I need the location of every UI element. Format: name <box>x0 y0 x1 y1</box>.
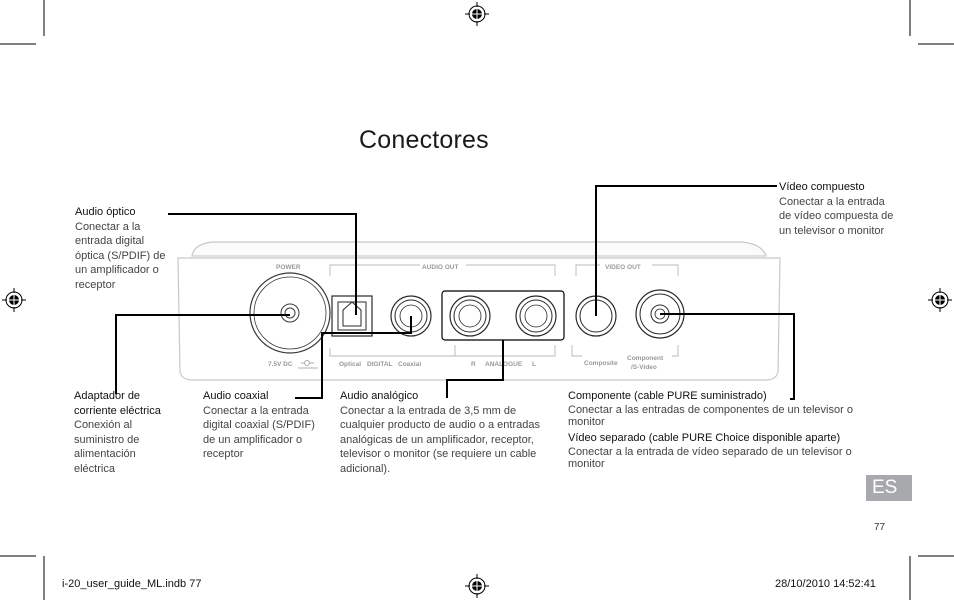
optical-port <box>331 295 373 337</box>
label-component-heading: Componente (cable PURE suministrado) <box>568 390 767 402</box>
registration-mark-left <box>2 288 26 312</box>
label-power-desc: Conexión al suministro de alimentación e… <box>74 419 140 475</box>
device-r-label: R <box>471 361 476 368</box>
leader-coaxial <box>295 316 412 399</box>
device-l-label: L <box>532 361 536 368</box>
label-analogue: Audio analógico Conectar a la entrada de… <box>340 389 560 476</box>
leader-power <box>115 314 290 394</box>
language-tab: ES <box>866 475 912 501</box>
footer-timestamp: 28/10/2010 14:52:41 <box>775 578 876 590</box>
label-component-desc: Conectar a las entradas de componentes d… <box>568 403 853 428</box>
leader-component <box>660 313 795 400</box>
device-dc-label: 7.5V DC <box>268 361 293 368</box>
power-jack <box>249 272 331 354</box>
leader-lines <box>115 185 795 400</box>
label-analogue-heading: Audio analógico <box>340 390 419 402</box>
device-audio-out-label: AUDIO OUT <box>422 264 459 271</box>
label-svideo-desc: Conectar a la entrada de vídeo separado … <box>568 445 852 470</box>
label-power: Adaptador de corriente eléctrica Conexió… <box>74 389 178 476</box>
label-composite: Vídeo compuesto Conectar a la entrada de… <box>779 180 899 238</box>
registration-mark-right <box>928 288 952 312</box>
device-component-label: Component <box>627 355 664 362</box>
label-optical-desc: Conectar a la entrada digital óptica (S/… <box>75 220 166 291</box>
device-power-label: POWER <box>276 264 301 271</box>
label-coaxial: Audio coaxial Conectar a la entrada digi… <box>203 389 325 462</box>
leader-composite <box>595 185 777 316</box>
label-coaxial-desc: Conectar a la entrada digital coaxial (S… <box>203 404 315 461</box>
leader-analogue <box>446 340 504 398</box>
device-svideo-label: /S-Video <box>631 364 657 371</box>
label-svideo-heading: Vídeo separado (cable PURE Choice dispon… <box>568 432 841 444</box>
device-digital-label: DIGITAL <box>367 361 393 368</box>
device-coaxial-label: Coaxial <box>398 361 421 368</box>
device-composite-label: Composite <box>584 360 618 367</box>
device-optical-label: Optical <box>339 361 361 368</box>
label-optical-heading: Audio óptico <box>75 206 136 218</box>
page-title: Conectores <box>359 126 489 154</box>
label-composite-heading: Vídeo compuesto <box>779 181 865 193</box>
leader-optical <box>168 213 357 315</box>
label-component: Componente (cable PURE suministrado) Con… <box>568 389 868 428</box>
label-composite-desc: Conectar a la entrada de vídeo compuesta… <box>779 195 894 237</box>
label-svideo: Vídeo separado (cable PURE Choice dispon… <box>568 431 868 470</box>
label-power-heading: Adaptador de corriente eléctrica <box>74 390 161 417</box>
label-coaxial-heading: Audio coaxial <box>203 390 269 402</box>
label-optical: Audio óptico Conectar a la entrada digit… <box>75 205 175 292</box>
registration-mark-top <box>465 2 489 26</box>
page-number: 77 <box>874 522 886 533</box>
footer-filename: i-20_user_guide_ML.indb 77 <box>62 578 202 590</box>
label-analogue-desc: Conectar a la entrada de 3,5 mm de cualq… <box>340 404 540 475</box>
registration-mark-bottom <box>465 574 489 598</box>
device-video-out-label: VIDEO OUT <box>605 264 641 271</box>
